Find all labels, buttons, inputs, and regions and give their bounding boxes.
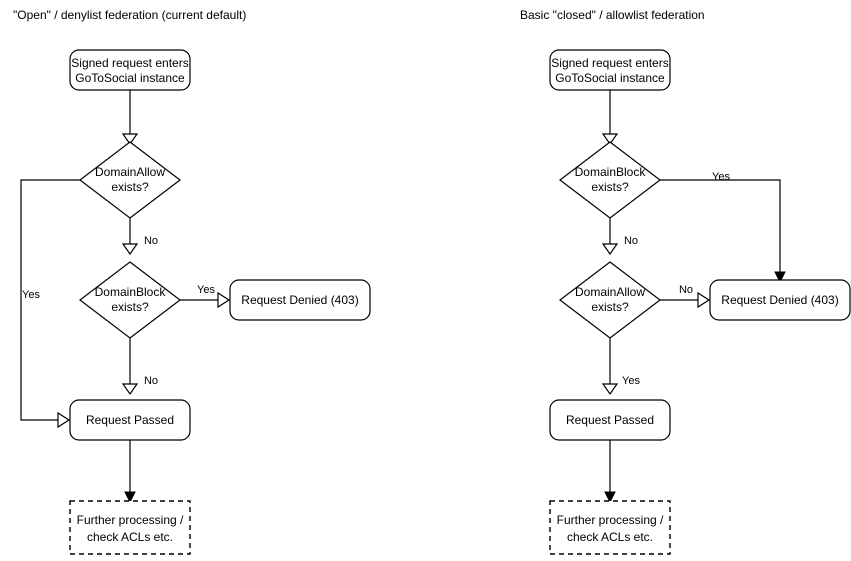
diagram-title-open-denylist: "Open" / denylist federation (current de… bbox=[13, 8, 246, 22]
edge-label-no-decision1-left: No bbox=[144, 235, 158, 247]
diagram-closed-allowlist: Basic "closed" / allowlist federation Si… bbox=[520, 8, 851, 555]
node-request-denied-left[interactable]: Request Denied (403) bbox=[229, 279, 371, 321]
node-start-right-label-line1: Signed request enters bbox=[551, 56, 668, 70]
node-decision-domainallow-right-label-line1: DomainAllow bbox=[575, 285, 645, 299]
edge-passed-to-further-right bbox=[604, 440, 616, 504]
node-further-processing-right[interactable]: Further processing / check ACLs etc. bbox=[549, 500, 671, 555]
edge-line bbox=[20, 179, 80, 421]
arrowhead-open-icon bbox=[217, 291, 231, 309]
edge-label-yes-decision1-right: Yes bbox=[712, 171, 730, 183]
node-further-processing-right-shape bbox=[549, 500, 671, 555]
node-decision-domainallow-right[interactable]: DomainAllow exists? bbox=[559, 261, 661, 339]
node-decision-domainblock-left[interactable]: DomainBlock exists? bbox=[79, 261, 181, 339]
edge-line bbox=[660, 179, 781, 274]
arrowhead-open-icon bbox=[121, 383, 139, 396]
node-request-denied-left-label: Request Denied (403) bbox=[241, 293, 358, 307]
node-request-denied-right[interactable]: Request Denied (403) bbox=[709, 279, 851, 321]
node-decision-domainblock-left-label-line2: exists? bbox=[111, 300, 149, 314]
node-decision-domainallow-left[interactable]: DomainAllow exists? bbox=[79, 141, 181, 219]
edge-passed-to-further-left bbox=[124, 440, 136, 504]
arrowhead-filled-icon bbox=[774, 271, 786, 284]
edge-label-no-decision1-right: No bbox=[624, 235, 638, 247]
edge-decision1-no-to-decision2-left: No bbox=[121, 218, 158, 256]
edge-decision1-yes-to-passed-left: Yes bbox=[20, 179, 80, 429]
arrowhead-open-icon bbox=[601, 133, 619, 146]
node-start-left[interactable]: Signed request enters GoToSocial instanc… bbox=[69, 49, 191, 91]
node-decision-domainallow-left-label-line2: exists? bbox=[111, 180, 149, 194]
edge-label-yes-decision2-right: Yes bbox=[622, 375, 640, 387]
edge-decision2-no-to-denied-right: No bbox=[660, 284, 711, 309]
edge-label-yes-decision1-left: Yes bbox=[22, 289, 40, 301]
node-further-processing-left[interactable]: Further processing / check ACLs etc. bbox=[69, 500, 191, 555]
edge-start-to-decision1-left bbox=[121, 90, 139, 146]
node-further-processing-left-label-line2: check ACLs etc. bbox=[87, 530, 173, 544]
edge-decision2-no-to-passed-left: No bbox=[121, 338, 158, 396]
arrowhead-filled-icon bbox=[604, 491, 616, 504]
edge-label-no-decision2-left: No bbox=[144, 375, 158, 387]
node-start-right[interactable]: Signed request enters GoToSocial instanc… bbox=[549, 49, 671, 91]
node-further-processing-left-label-line1: Further processing / bbox=[77, 513, 184, 527]
arrowhead-open-icon bbox=[697, 291, 711, 309]
edge-label-yes-decision2-left: Yes bbox=[197, 284, 215, 296]
node-request-denied-right-label: Request Denied (403) bbox=[721, 293, 838, 307]
edge-decision2-yes-to-denied-left: Yes bbox=[180, 284, 231, 309]
node-start-right-label-line2: GoToSocial instance bbox=[555, 71, 665, 85]
node-decision-domainblock-right-label-line1: DomainBlock bbox=[575, 165, 647, 179]
node-request-denied-left-shape bbox=[229, 279, 371, 321]
diagram-open-denylist: "Open" / denylist federation (current de… bbox=[13, 8, 371, 555]
arrowhead-open-icon bbox=[601, 383, 619, 396]
node-further-processing-right-label-line2: check ACLs etc. bbox=[567, 530, 653, 544]
node-request-denied-right-shape bbox=[709, 279, 851, 321]
edge-decision1-yes-to-denied-right: Yes bbox=[660, 171, 786, 284]
node-decision-domainblock-left-label-line1: DomainBlock bbox=[95, 285, 167, 299]
edge-start-to-decision1-right bbox=[601, 90, 619, 146]
node-further-processing-left-shape bbox=[69, 500, 191, 555]
arrowhead-open-icon bbox=[601, 243, 619, 256]
node-request-passed-left[interactable]: Request Passed bbox=[69, 399, 191, 441]
edge-decision1-no-to-decision2-right: No bbox=[601, 218, 638, 256]
arrowhead-filled-icon bbox=[124, 491, 136, 504]
node-decision-domainblock-right-label-line2: exists? bbox=[591, 180, 629, 194]
node-further-processing-right-label-line1: Further processing / bbox=[557, 513, 664, 527]
node-decision-domainallow-right-label-line2: exists? bbox=[591, 300, 629, 314]
node-decision-domainallow-left-label-line1: DomainAllow bbox=[95, 165, 165, 179]
node-request-passed-right-label: Request Passed bbox=[566, 413, 654, 427]
arrowhead-open-icon bbox=[121, 243, 139, 256]
arrowhead-open-icon bbox=[57, 411, 71, 429]
edge-label-no-decision2-right: No bbox=[679, 284, 693, 296]
diagram-title-closed-allowlist: Basic "closed" / allowlist federation bbox=[520, 8, 705, 22]
node-request-passed-right[interactable]: Request Passed bbox=[549, 399, 671, 441]
node-decision-domainblock-right[interactable]: DomainBlock exists? bbox=[559, 141, 661, 219]
edge-decision2-yes-to-passed-right: Yes bbox=[601, 338, 640, 396]
node-request-passed-left-label: Request Passed bbox=[86, 413, 174, 427]
arrowhead-open-icon bbox=[121, 133, 139, 146]
node-start-left-label-line2: GoToSocial instance bbox=[75, 71, 185, 85]
node-start-left-label-line1: Signed request enters bbox=[71, 56, 188, 70]
